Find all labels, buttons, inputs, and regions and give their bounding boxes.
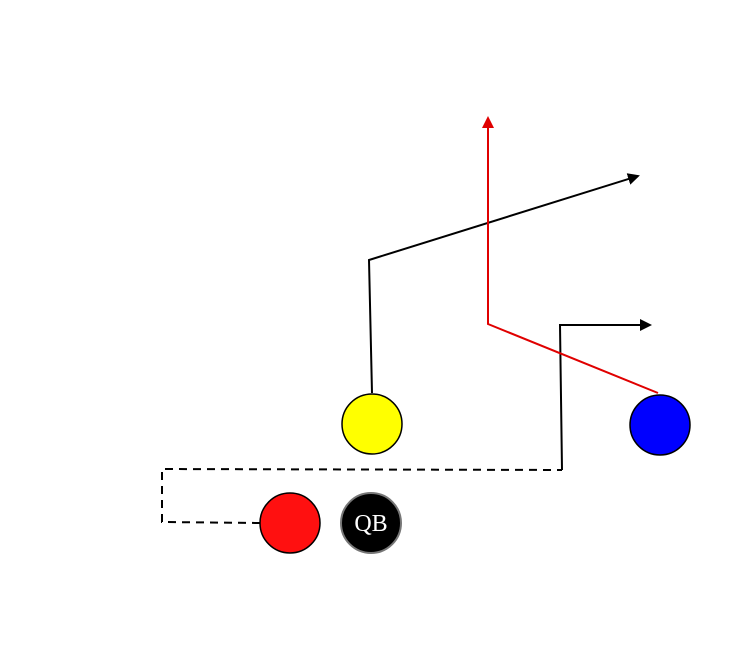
blue-player-route: [482, 116, 659, 394]
player-qb[interactable]: QB: [340, 492, 402, 554]
player-qb-label: QB: [354, 511, 387, 537]
red-player-route: [558, 319, 652, 471]
player-qb-circle: [340, 492, 402, 554]
motion-path: [161, 467, 563, 524]
player-blue[interactable]: [629, 394, 691, 456]
player-red[interactable]: [259, 492, 321, 554]
player-yellow[interactable]: [341, 393, 403, 455]
yellow-player-route: [367, 173, 640, 394]
